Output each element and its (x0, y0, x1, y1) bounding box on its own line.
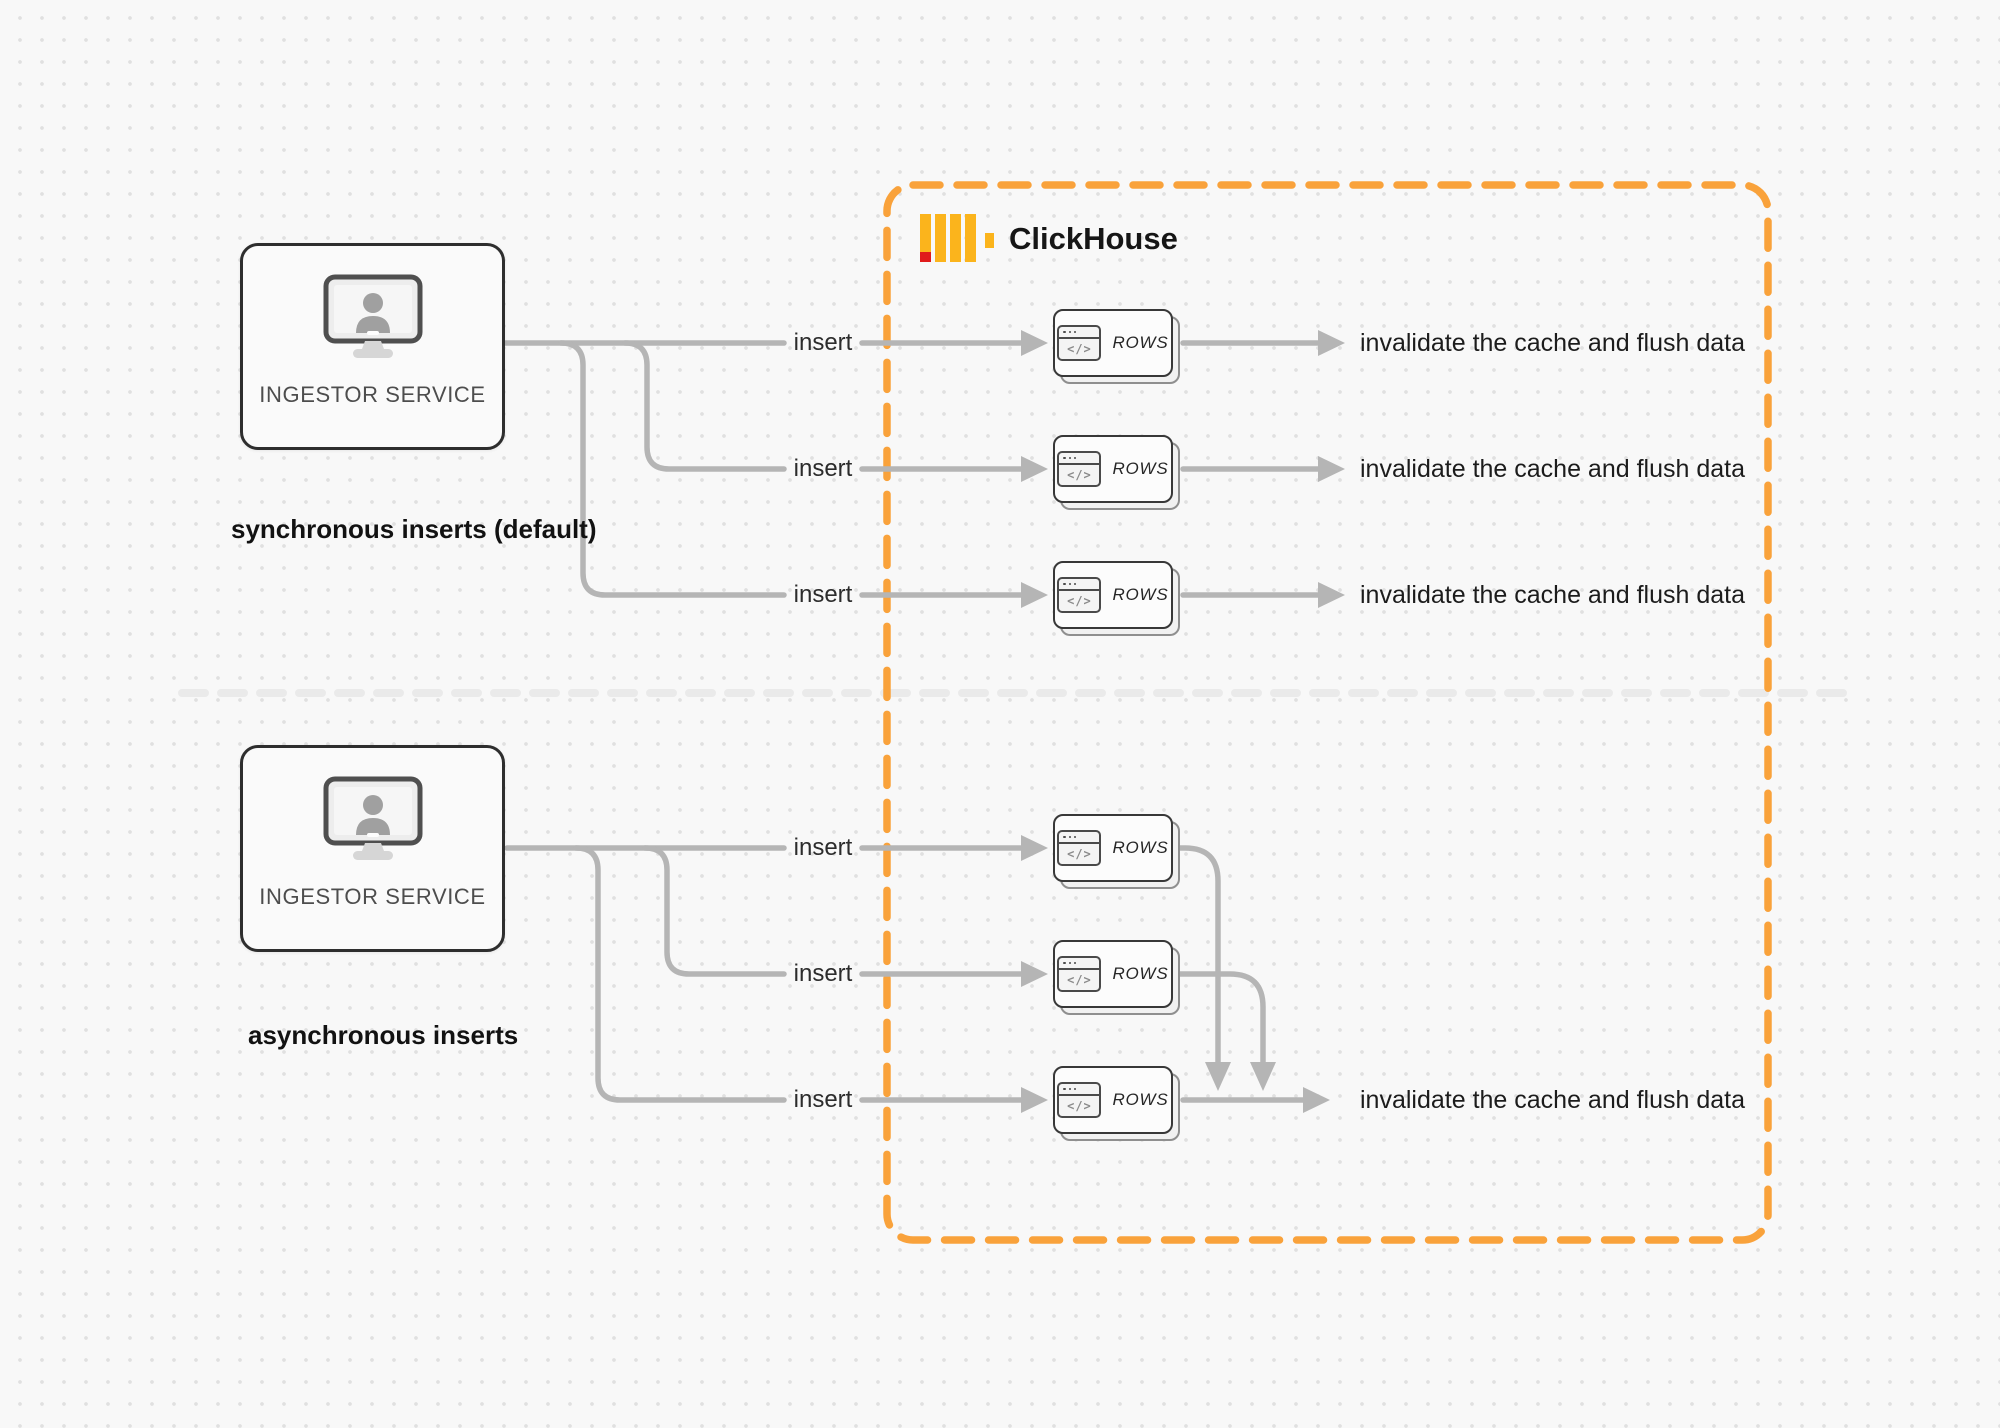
card-front: </> ROWS (1053, 814, 1173, 882)
card-front: </> ROWS (1053, 1066, 1173, 1134)
service-label: INGESTOR SERVICE (259, 884, 486, 909)
rows-label: ROWS (1112, 459, 1169, 478)
card-front: </> ROWS (1053, 435, 1173, 503)
async-section-caption: asynchronous inserts (248, 1020, 519, 1050)
rows-card: </> ROWS (1053, 435, 1180, 510)
user-silhouette-icon (362, 795, 383, 815)
code-icon: </> (1067, 847, 1092, 861)
browser-window-icon: </> (1057, 830, 1102, 866)
browser-window-icon: </> (1057, 1082, 1102, 1118)
insert-label: insert (793, 1086, 853, 1113)
rows-label: ROWS (1112, 333, 1169, 352)
sync-branch-row2 (622, 340, 787, 472)
monitor-user-icon (323, 274, 422, 358)
rows-card: </> ROWS (1053, 940, 1180, 1015)
card-front: </> ROWS (1053, 561, 1173, 629)
browser-titlebar (1059, 579, 1100, 591)
clickhouse-header: ClickHouse (920, 212, 1178, 266)
clickhouse-brand-title: ClickHouse (1009, 221, 1178, 256)
code-icon: </> (1067, 468, 1092, 482)
async-arrowheads (1021, 835, 1330, 1113)
browser-titlebar (1059, 453, 1100, 465)
browser-titlebar (1059, 327, 1100, 339)
sync-section-caption: synchronous inserts (default) (231, 514, 597, 544)
insert-label: insert (793, 834, 853, 861)
clickhouse-boundary-box (883, 181, 1772, 1244)
async-branch-row3 (573, 845, 787, 1103)
monitor-user-icon (323, 776, 422, 860)
insert-label: insert (793, 581, 853, 608)
insert-label: insert (793, 329, 853, 356)
rows-card: </> ROWS (1053, 1066, 1180, 1141)
rows-label: ROWS (1112, 1090, 1169, 1109)
browser-titlebar (1059, 1084, 1100, 1096)
async-ingestor-service-box: INGESTOR SERVICE (240, 745, 505, 952)
async-flush-drop1 (1177, 845, 1221, 1065)
rows-label: ROWS (1112, 964, 1169, 983)
browser-titlebar (1059, 958, 1100, 970)
code-icon: </> (1067, 342, 1092, 356)
sync-branch-row3 (558, 340, 787, 598)
async-branch-row2 (642, 845, 787, 977)
rows-label: ROWS (1112, 585, 1169, 604)
sync-arrowheads (1021, 330, 1345, 608)
async-connectors (504, 845, 1306, 1103)
browser-window-icon: </> (1057, 325, 1102, 361)
result-label: invalidate the cache and flush data (1360, 455, 1745, 483)
browser-titlebar (1059, 832, 1100, 844)
rows-label: ROWS (1112, 838, 1169, 857)
code-icon: </> (1067, 594, 1092, 608)
sync-connectors (502, 340, 1321, 598)
sync-ingestor-service-box: INGESTOR SERVICE (240, 243, 505, 450)
result-label: invalidate the cache and flush data (1360, 581, 1745, 609)
code-icon: </> (1067, 973, 1092, 987)
user-silhouette-icon (362, 293, 383, 313)
clickhouse-logo-icon (920, 214, 994, 262)
browser-window-icon: </> (1057, 451, 1102, 487)
async-flush-drop2 (1177, 971, 1266, 1065)
result-label: invalidate the cache and flush data (1360, 329, 1745, 357)
code-icon: </> (1067, 1099, 1092, 1113)
browser-window-icon: </> (1057, 577, 1102, 613)
result-label: invalidate the cache and flush data (1360, 1086, 1745, 1114)
browser-window-icon: </> (1057, 956, 1102, 992)
insert-label: insert (793, 960, 853, 987)
card-front: </> ROWS (1053, 940, 1173, 1008)
card-front: </> ROWS (1053, 309, 1173, 377)
rows-card: </> ROWS (1053, 309, 1180, 384)
rows-card: </> ROWS (1053, 561, 1180, 636)
rows-card: </> ROWS (1053, 814, 1180, 889)
insert-label: insert (793, 455, 853, 482)
service-label: INGESTOR SERVICE (259, 382, 486, 407)
